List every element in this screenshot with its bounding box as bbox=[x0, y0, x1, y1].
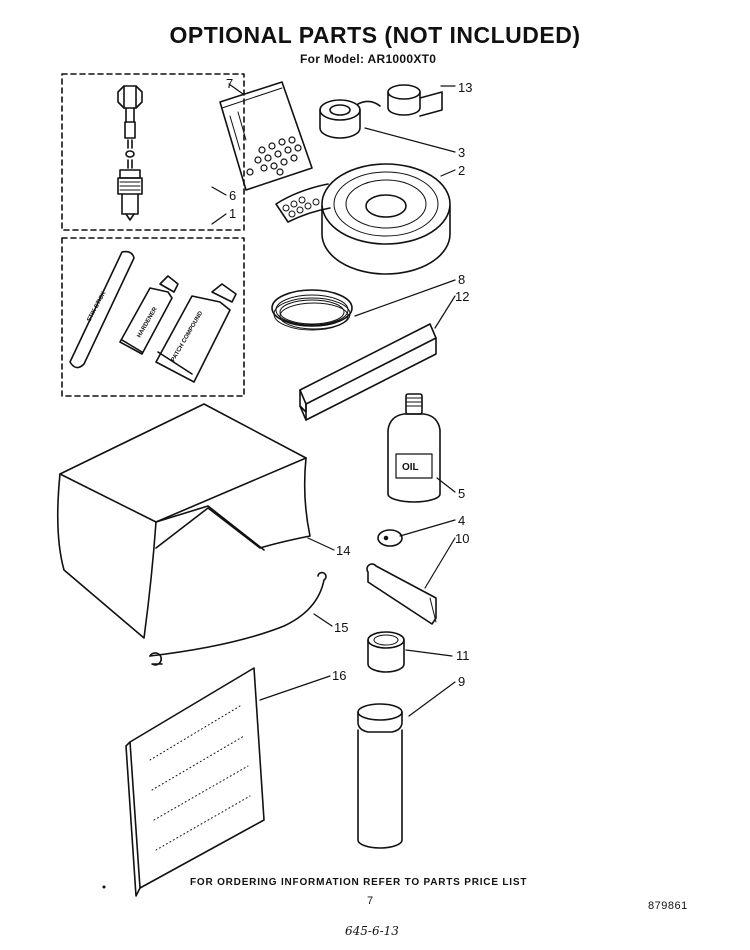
handwritten-code: 645-6-13 bbox=[345, 924, 399, 938]
part-14-unit-cover bbox=[56, 403, 311, 639]
callout-13: 13 bbox=[458, 80, 472, 95]
part-15-cord bbox=[149, 571, 327, 666]
stick-label: STIK STICK bbox=[86, 290, 107, 323]
part-1-repair-kit bbox=[61, 237, 245, 397]
small-tube-label: HARDENER bbox=[137, 306, 160, 339]
callout-2: 2 bbox=[458, 163, 465, 178]
document-number: 879861 bbox=[648, 900, 688, 912]
callout-9: 9 bbox=[458, 674, 465, 689]
ordering-note: FOR ORDERING INFORMATION REFER TO PARTS … bbox=[190, 877, 528, 888]
part-13-tape-roll bbox=[387, 84, 443, 117]
part-11-can bbox=[367, 631, 405, 673]
callout-16: 16 bbox=[332, 668, 346, 683]
stray-mark bbox=[102, 885, 106, 889]
part-6-valve-assembly bbox=[61, 73, 245, 231]
part-2-seal-roll bbox=[275, 163, 451, 275]
callout-7: 7 bbox=[226, 76, 233, 91]
callout-12: 12 bbox=[455, 289, 469, 304]
callout-11: 11 bbox=[456, 648, 470, 663]
part-9-spray-can bbox=[357, 703, 403, 849]
part-16-filter bbox=[125, 667, 265, 897]
oil-label: OIL bbox=[402, 462, 419, 473]
callout-1: 1 bbox=[229, 206, 236, 221]
part-4-plug bbox=[377, 529, 403, 547]
callout-10: 10 bbox=[455, 531, 469, 546]
model-subtitle: For Model: AR1000XT0 bbox=[300, 52, 437, 66]
callout-6: 6 bbox=[229, 188, 236, 203]
part-7-hardware-bag bbox=[219, 81, 313, 191]
page-number: 7 bbox=[367, 895, 374, 907]
large-tube-label: PATCH COMPOUND bbox=[171, 310, 205, 363]
callout-5: 5 bbox=[458, 486, 465, 501]
callout-15: 15 bbox=[334, 620, 348, 635]
callout-4: 4 bbox=[458, 513, 465, 528]
part-12-foam-block bbox=[299, 323, 437, 421]
page-title: OPTIONAL PARTS (NOT INCLUDED) bbox=[169, 22, 581, 48]
part-5-oil-bottle bbox=[387, 393, 441, 503]
part-8-wire-coil bbox=[271, 289, 353, 331]
callout-14: 14 bbox=[336, 543, 350, 558]
callout-leaders bbox=[211, 83, 456, 717]
callout-3: 3 bbox=[458, 145, 465, 160]
callout-8: 8 bbox=[458, 272, 465, 287]
part-10-tube bbox=[366, 563, 437, 625]
callout-numbers: 7 13 3 2 6 1 8 12 5 4 10 14 15 11 9 16 bbox=[226, 76, 472, 689]
part-3-foam-tape-roll bbox=[319, 99, 381, 139]
